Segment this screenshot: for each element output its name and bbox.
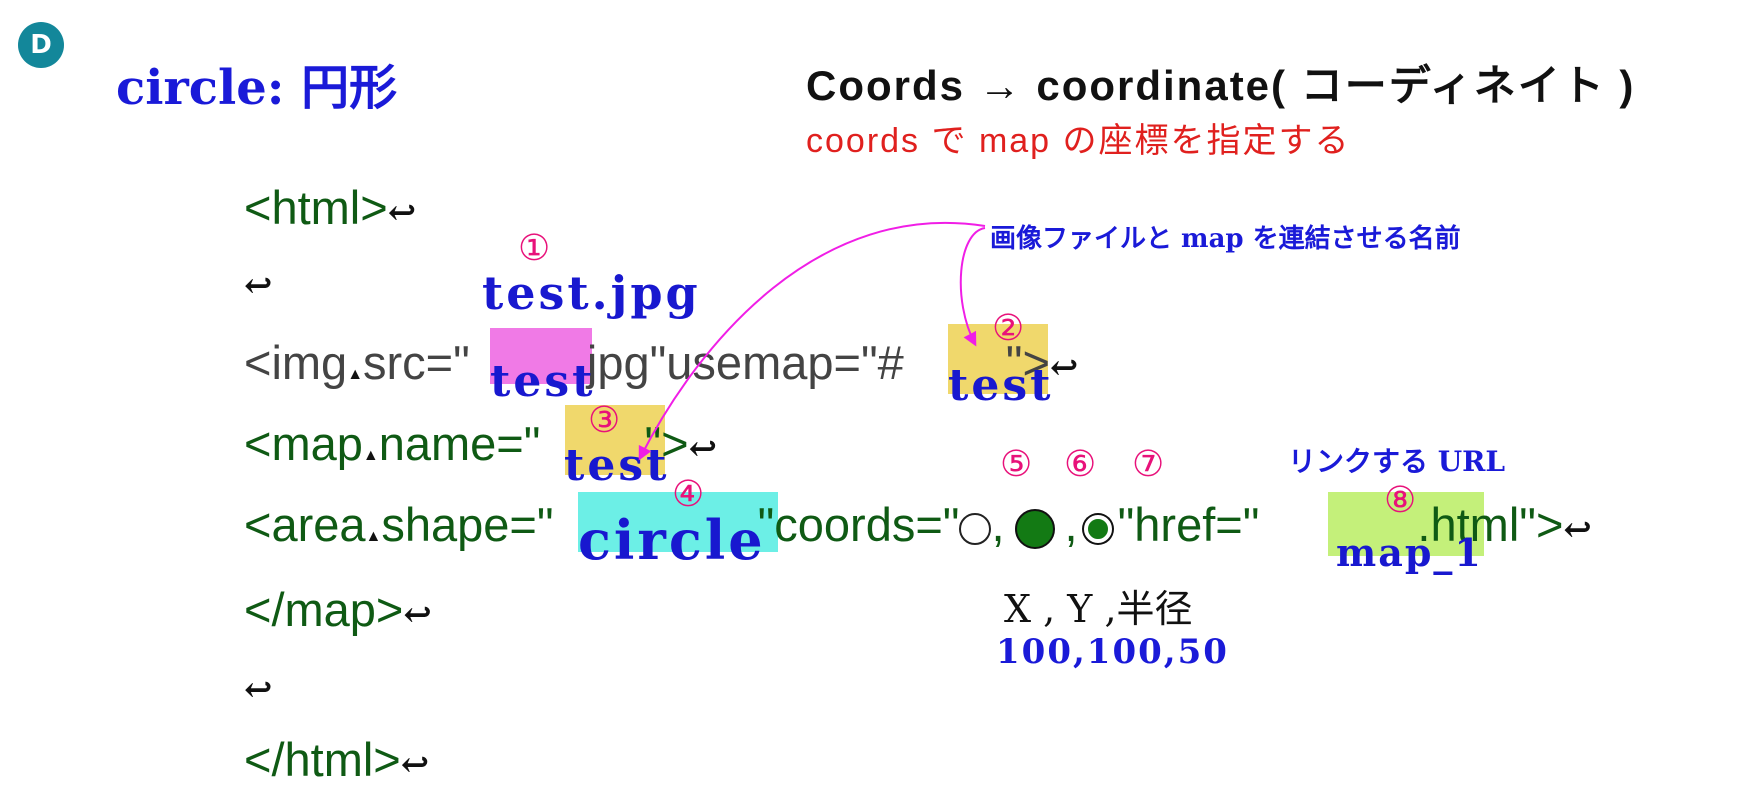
marker-7: ⑦ bbox=[1132, 444, 1165, 485]
code-line-area: <area▲shape=" "coords=",, "href=" .html">↩ bbox=[244, 497, 1592, 552]
space-mark: ▲ bbox=[362, 447, 379, 464]
map-name-attr: name=" bbox=[378, 417, 541, 470]
return-mark: ↩ bbox=[403, 595, 432, 635]
page-title: circle: 円形 bbox=[116, 60, 398, 116]
arrow-to-map-name bbox=[638, 221, 986, 461]
link-url-note: リンクする URL bbox=[1288, 445, 1506, 478]
example-values: 100,100,50 bbox=[996, 632, 1229, 672]
code-line-img: <img▲src=" .jpg"usemap="# ">↩ bbox=[244, 335, 1078, 390]
x-circle-icon bbox=[959, 512, 992, 545]
return-mark: ↩ bbox=[1563, 510, 1592, 550]
radius-target-icon bbox=[1083, 514, 1112, 543]
label-circle: circle bbox=[578, 508, 766, 572]
label-test-usemap: test bbox=[948, 360, 1054, 411]
area-shape-attr: shape=" bbox=[381, 498, 554, 551]
comma: , bbox=[991, 498, 1005, 551]
return-mark: ↩ bbox=[400, 745, 430, 785]
map-tag: <map bbox=[244, 417, 363, 470]
highlight-map-name bbox=[565, 405, 665, 475]
link-name-note: 画像ファイルと map を連結させる名前 bbox=[990, 224, 1461, 254]
section-badge: D bbox=[18, 22, 64, 68]
return-mark: ↩ bbox=[244, 266, 273, 306]
marker-1: ① bbox=[518, 228, 551, 269]
return-mark: ↩ bbox=[244, 670, 273, 710]
img-usemap-attr: .jpg"usemap="# bbox=[573, 336, 904, 389]
coords-title: Coords → coordinate( コーディネイト ) bbox=[806, 62, 1636, 109]
area-coords-attr: "coords=" bbox=[757, 498, 960, 551]
space-mark: ▲ bbox=[347, 366, 364, 383]
map-close-tag: </map> bbox=[244, 583, 404, 636]
return-mark: ↩ bbox=[688, 429, 718, 469]
img-tag: <img bbox=[244, 336, 348, 389]
arrow-to-usemap bbox=[959, 227, 986, 347]
highlight-href bbox=[1328, 492, 1484, 556]
area-tag: <area bbox=[244, 498, 366, 551]
label-test-jpg: test.jpg bbox=[482, 266, 701, 320]
return-mark: ↩ bbox=[1049, 348, 1079, 388]
marker-8: ⑧ bbox=[1384, 480, 1417, 521]
label-map-1: map_1 bbox=[1336, 530, 1483, 575]
marker-4: ④ bbox=[672, 474, 705, 515]
code-line-html-close: </html>↩ bbox=[244, 732, 429, 787]
highlight-test-jpg bbox=[490, 328, 592, 384]
label-test-src: test bbox=[490, 356, 596, 407]
code-line-html-open: <html>↩ bbox=[244, 180, 416, 235]
return-mark: ↩ bbox=[387, 193, 417, 233]
highlight-shape bbox=[578, 492, 778, 552]
img-src-attr: src=" bbox=[363, 336, 470, 389]
marker-6: ⑥ bbox=[1064, 444, 1097, 485]
code-line-map-close: </map>↩ bbox=[244, 582, 432, 637]
y-filled-circle-icon bbox=[1014, 508, 1055, 549]
code-line-map: <map▲name=" ">↩ bbox=[244, 416, 717, 471]
coords-subtitle: coords で map の座標を指定する bbox=[806, 122, 1351, 160]
img-tag-end: "> bbox=[1005, 336, 1050, 389]
comma: , bbox=[1064, 498, 1078, 551]
area-tag-end: .html"> bbox=[1417, 498, 1564, 551]
marker-2: ② bbox=[992, 308, 1025, 349]
marker-5: ⑤ bbox=[1000, 444, 1033, 485]
html-close-tag: </html> bbox=[244, 733, 401, 786]
space-mark: ▲ bbox=[365, 528, 382, 545]
xyr-label: X , Y ,半径 bbox=[1004, 587, 1193, 631]
map-tag-end: "> bbox=[644, 417, 689, 470]
area-href-attr: "href=" bbox=[1117, 498, 1260, 551]
html-open-tag: <html> bbox=[244, 181, 388, 234]
marker-3: ③ bbox=[588, 400, 621, 441]
